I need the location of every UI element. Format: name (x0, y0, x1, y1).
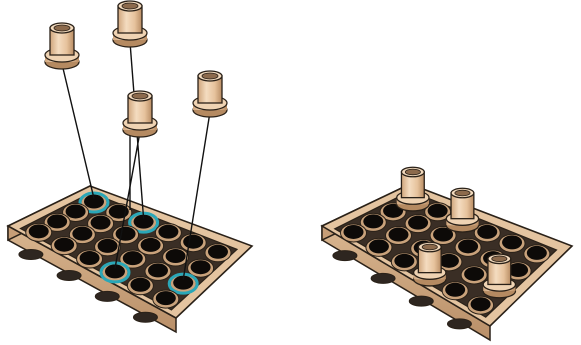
plate-hole (54, 238, 74, 252)
plate-hole (130, 278, 150, 292)
plate-hole (66, 204, 86, 218)
bushing-inserted (483, 254, 515, 298)
plate-foot (57, 270, 81, 280)
plate-hole (527, 246, 547, 260)
plate-hole (141, 238, 161, 252)
plate-hole (91, 216, 111, 230)
bushing-bore (492, 256, 507, 262)
plate-hole (369, 239, 389, 253)
plate-hole (98, 239, 118, 253)
plate-foot (333, 251, 357, 261)
plate-foot (95, 291, 119, 301)
plate-hole (47, 214, 67, 228)
bushing-bore (122, 3, 138, 9)
plate-hole (389, 228, 409, 242)
plate-foot (19, 250, 43, 260)
plate-hole (29, 224, 49, 238)
bushing-bore (405, 169, 420, 175)
plate-hole (428, 204, 448, 218)
plate-hole (458, 239, 478, 253)
plate-foot (133, 312, 157, 322)
guide-line (62, 64, 94, 199)
plate-hole (166, 249, 186, 263)
plate-hole (183, 235, 203, 249)
plate-hole (439, 254, 459, 268)
bushing-floating (45, 23, 79, 69)
bushing-bore (422, 244, 437, 250)
plate-hole (191, 260, 211, 274)
plate-hole (208, 245, 228, 259)
plate-foot (371, 273, 395, 283)
plate-hole (471, 297, 491, 311)
plate-foot (447, 319, 471, 329)
bushing-bore (202, 73, 218, 79)
bushing-inserted (397, 167, 429, 211)
bushing-inserted (414, 242, 446, 286)
plate-hole (394, 254, 414, 268)
plate-foot (409, 296, 433, 306)
plate-hole (502, 235, 522, 249)
plate-hole (72, 227, 92, 241)
bushing-bore (132, 93, 148, 99)
plate-hole (408, 216, 428, 230)
bushing-floating (113, 1, 147, 47)
plate-hole (158, 225, 178, 239)
plate-hole (445, 283, 465, 297)
floating-bushings (45, 1, 227, 137)
plate-hole (344, 225, 364, 239)
bushing-bore (54, 25, 70, 31)
base-plate-right (322, 184, 572, 340)
plate-hole (363, 214, 383, 228)
step-before-insertion (8, 1, 252, 332)
plate-hole (123, 251, 143, 265)
bushing-floating (123, 91, 157, 137)
plate-hole (156, 291, 176, 305)
plate-hole (148, 263, 168, 277)
plate-hole (477, 225, 497, 239)
bushing-bore (455, 190, 470, 196)
bushing-floating (193, 71, 227, 117)
plate-hole (80, 251, 100, 265)
step-after-insertion (322, 167, 572, 340)
bushing-inserted (446, 188, 478, 232)
plate-hole (464, 267, 484, 281)
plate-hole (116, 227, 136, 241)
